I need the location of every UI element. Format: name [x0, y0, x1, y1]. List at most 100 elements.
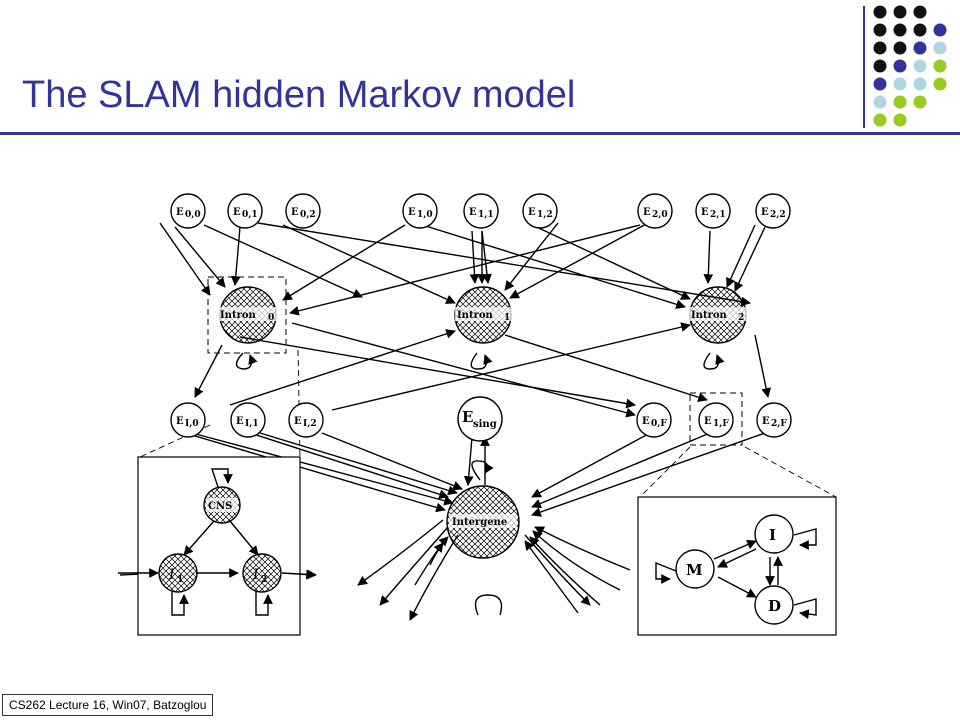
title-underline — [0, 132, 960, 135]
svg-text:I: I — [769, 526, 776, 544]
corner-dot — [913, 23, 927, 37]
svg-text:0,F: 0,F — [651, 419, 667, 429]
corner-dot — [893, 41, 907, 55]
svg-text:0,2: 0,2 — [300, 210, 316, 220]
svg-text:E: E — [642, 416, 650, 427]
corner-dot — [913, 77, 927, 91]
svg-text:D: D — [768, 597, 781, 615]
svg-text:2: 2 — [261, 575, 267, 585]
svg-text:Intron: Intron — [457, 310, 494, 321]
corner-dot — [873, 23, 887, 37]
svg-text:E: E — [176, 207, 184, 218]
svg-text:E: E — [408, 207, 416, 218]
svg-text:E: E — [236, 416, 244, 427]
svg-text:1: 1 — [504, 313, 510, 323]
slam-hmm-diagram: E0,0 E0,1 E0,2 E1,0 E1,1 E1,2 E2,0 E2,1 … — [118, 193, 837, 636]
svg-text:I,0: I,0 — [185, 419, 199, 429]
slide-title: The SLAM hidden Markov model — [22, 74, 576, 116]
corner-dot — [873, 95, 887, 109]
svg-text:2,0: 2,0 — [652, 210, 668, 220]
corner-dot — [933, 23, 947, 37]
corner-dot — [913, 95, 927, 109]
intergene-node: Intergene — [446, 485, 520, 559]
corner-dot — [873, 59, 887, 73]
svg-text:I: I — [168, 567, 175, 583]
corner-dot — [893, 113, 907, 127]
svg-text:2,F: 2,F — [771, 419, 787, 429]
corner-dot — [873, 5, 887, 19]
svg-text:M: M — [686, 561, 703, 579]
corner-dot — [913, 41, 927, 55]
svg-text:1,0: 1,0 — [417, 210, 433, 220]
corner-dot — [893, 5, 907, 19]
corner-dot — [933, 41, 947, 55]
svg-text:E: E — [701, 207, 709, 218]
svg-text:Intron: Intron — [691, 310, 728, 321]
corner-vertical-rule — [863, 6, 865, 128]
corner-dot — [933, 59, 947, 73]
svg-text:E: E — [761, 207, 769, 218]
corner-dot — [893, 59, 907, 73]
svg-text:1,F: 1,F — [713, 419, 729, 429]
svg-text:E: E — [462, 408, 473, 426]
slide-footer: CS262 Lecture 16, Win07, Batzoglou — [2, 694, 214, 716]
corner-dot — [893, 95, 907, 109]
svg-text:Intron: Intron — [220, 310, 257, 321]
svg-text:2: 2 — [738, 313, 744, 323]
svg-text:2,1: 2,1 — [710, 210, 726, 220]
corner-dot — [893, 77, 907, 91]
svg-text:E: E — [233, 207, 241, 218]
intron0-highlight-box — [207, 276, 287, 354]
corner-dot — [893, 23, 907, 37]
intron-node: Intron 2 — [689, 286, 751, 344]
svg-text:I,1: I,1 — [245, 419, 259, 429]
svg-text:E: E — [291, 207, 299, 218]
svg-text:E: E — [643, 207, 651, 218]
svg-text:E: E — [762, 416, 770, 427]
svg-text:E: E — [469, 207, 477, 218]
d-node: D — [754, 585, 794, 625]
svg-text:E: E — [294, 416, 302, 427]
svg-text:2,2: 2,2 — [770, 210, 786, 220]
svg-text:0,0: 0,0 — [185, 210, 201, 220]
svg-text:E: E — [176, 416, 184, 427]
m-node: M — [675, 549, 715, 589]
corner-dot — [933, 77, 947, 91]
left-inset-box — [137, 456, 301, 636]
svg-text:1,1: 1,1 — [478, 210, 494, 220]
svg-text:E: E — [528, 207, 536, 218]
svg-text:CNS: CNS — [208, 501, 232, 512]
i-node: I — [754, 514, 794, 554]
intron-node: Intron 1 — [454, 286, 515, 344]
corner-dot — [873, 113, 887, 127]
e1f-highlight-box — [689, 392, 743, 446]
svg-text:1: 1 — [177, 575, 183, 585]
corner-dot — [873, 77, 887, 91]
corner-dot-grid — [873, 5, 947, 127]
svg-text:I: I — [252, 567, 259, 583]
svg-text:Intergene: Intergene — [452, 517, 507, 528]
